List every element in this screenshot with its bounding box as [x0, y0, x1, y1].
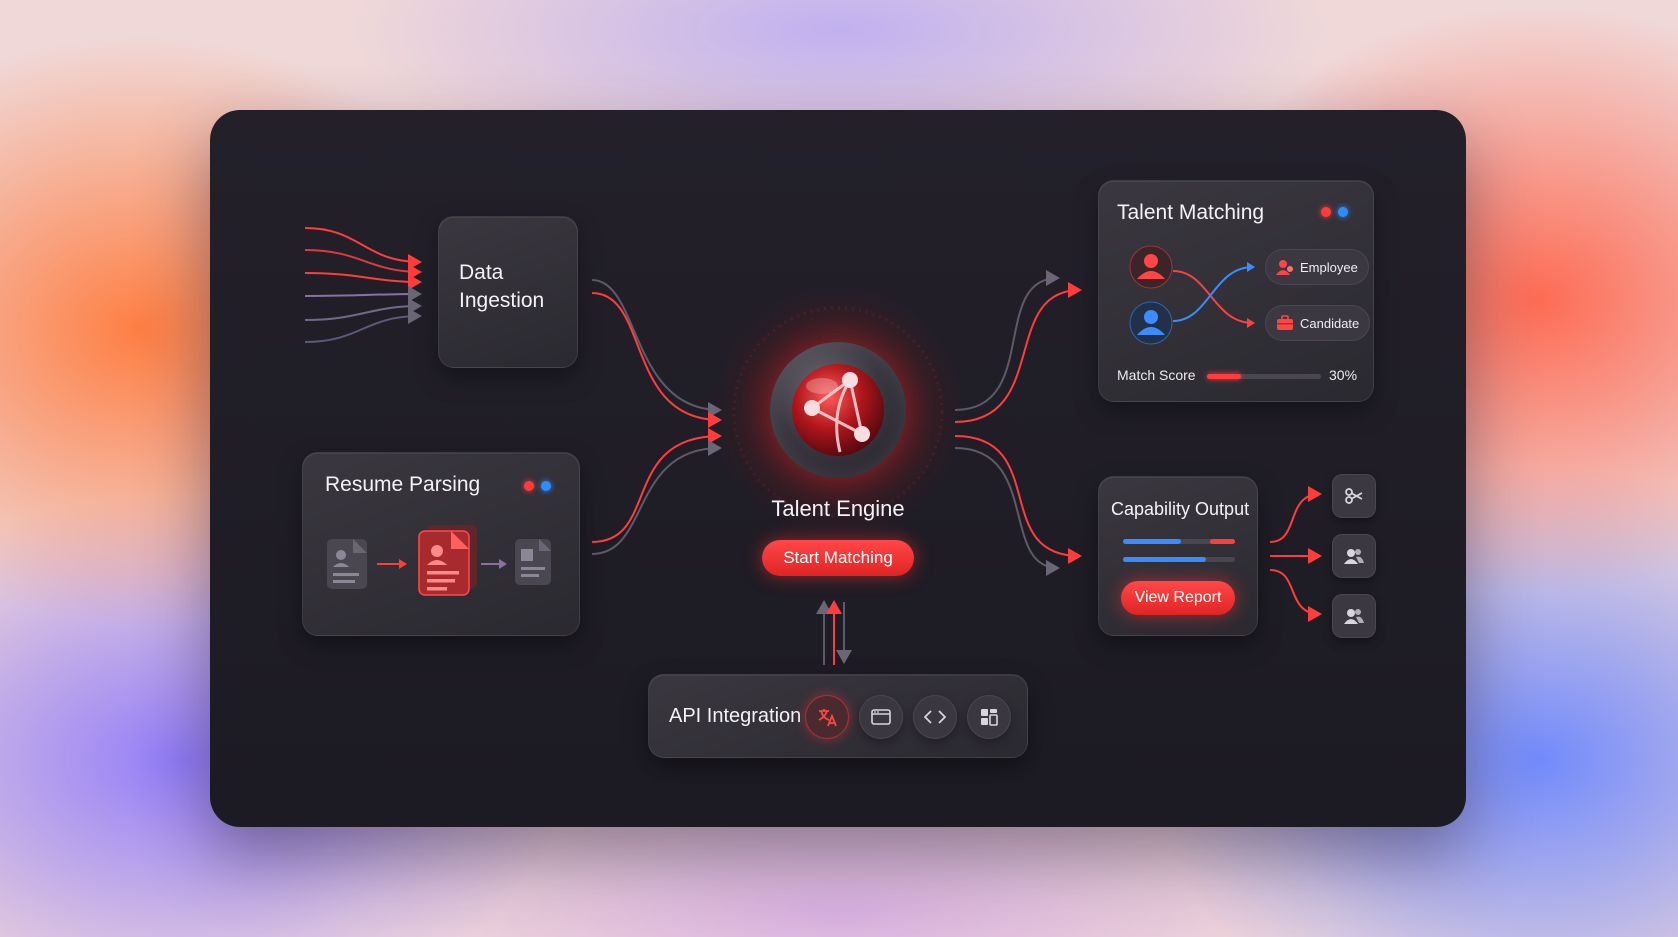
- status-dot-red: [524, 481, 534, 491]
- code-button[interactable]: [913, 695, 957, 739]
- briefcase-icon: [1277, 315, 1293, 330]
- status-dot-blue: [541, 481, 551, 491]
- api-integration-bar: API Integration: [648, 674, 1028, 758]
- dashboard-grid-icon: [981, 709, 998, 726]
- api-integration-title: API Integration: [669, 705, 802, 727]
- talent-matching-title: Talent Matching: [1117, 201, 1265, 224]
- status-dots: [1321, 207, 1348, 217]
- talent-engine-panel: Data Ingestion Resume Parsing: [210, 110, 1466, 827]
- capability-output-title: Capability Output: [1111, 499, 1250, 519]
- action-button-2[interactable]: [1332, 534, 1376, 578]
- employee-icon: [1276, 260, 1293, 275]
- scissors-icon: [1345, 488, 1363, 504]
- start-matching-button[interactable]: Start Matching: [762, 540, 914, 576]
- translate-button[interactable]: [805, 695, 849, 739]
- data-ingestion-title-line1: Data: [459, 261, 504, 284]
- action-button-1[interactable]: [1332, 474, 1376, 518]
- dashboard-button[interactable]: [967, 695, 1011, 739]
- document-flow-icon: [327, 525, 551, 596]
- matching-links-icon: [1129, 245, 1255, 345]
- data-ingestion-title-line2: Ingestion: [459, 289, 545, 312]
- browser-window-button[interactable]: [859, 695, 903, 739]
- capability-bar-2: [1123, 557, 1235, 562]
- match-score-label: Match Score: [1117, 367, 1196, 383]
- users-icon: [1344, 549, 1364, 564]
- match-score-fill: [1207, 374, 1242, 379]
- action-button-3[interactable]: [1332, 594, 1376, 638]
- data-ingestion-card[interactable]: Data Ingestion: [438, 216, 578, 368]
- capability-bar-1: [1123, 539, 1235, 544]
- network-globe-icon: [792, 364, 884, 456]
- resume-parsing-title: Resume Parsing: [325, 473, 481, 496]
- code-brackets-icon: [924, 710, 946, 724]
- translate-icon: [818, 709, 837, 727]
- users-icon: [1344, 609, 1364, 624]
- candidate-label: Candidate: [1300, 315, 1360, 331]
- talent-matching-card: Talent Matching Employee: [1098, 180, 1374, 402]
- status-dot-red: [1321, 207, 1331, 217]
- candidate-pill[interactable]: Candidate: [1265, 305, 1371, 341]
- match-score-value: 30%: [1329, 367, 1358, 383]
- employee-pill[interactable]: Employee: [1265, 249, 1369, 285]
- capability-bar-2-blue: [1123, 557, 1206, 562]
- match-score-bar: [1207, 374, 1321, 379]
- status-dots: [524, 481, 551, 491]
- browser-window-icon: [871, 709, 891, 725]
- view-report-button[interactable]: View Report: [1121, 581, 1235, 615]
- talent-engine-title: Talent Engine: [771, 496, 905, 521]
- capability-output-card: Capability Output View Report: [1098, 476, 1258, 636]
- capability-bar-1-blue: [1123, 539, 1182, 544]
- employee-label: Employee: [1300, 259, 1358, 275]
- status-dot-blue: [1338, 207, 1348, 217]
- capability-bar-1-red: [1210, 539, 1235, 544]
- resume-parsing-card[interactable]: Resume Parsing: [302, 452, 580, 636]
- talent-engine-orb[interactable]: [770, 342, 906, 478]
